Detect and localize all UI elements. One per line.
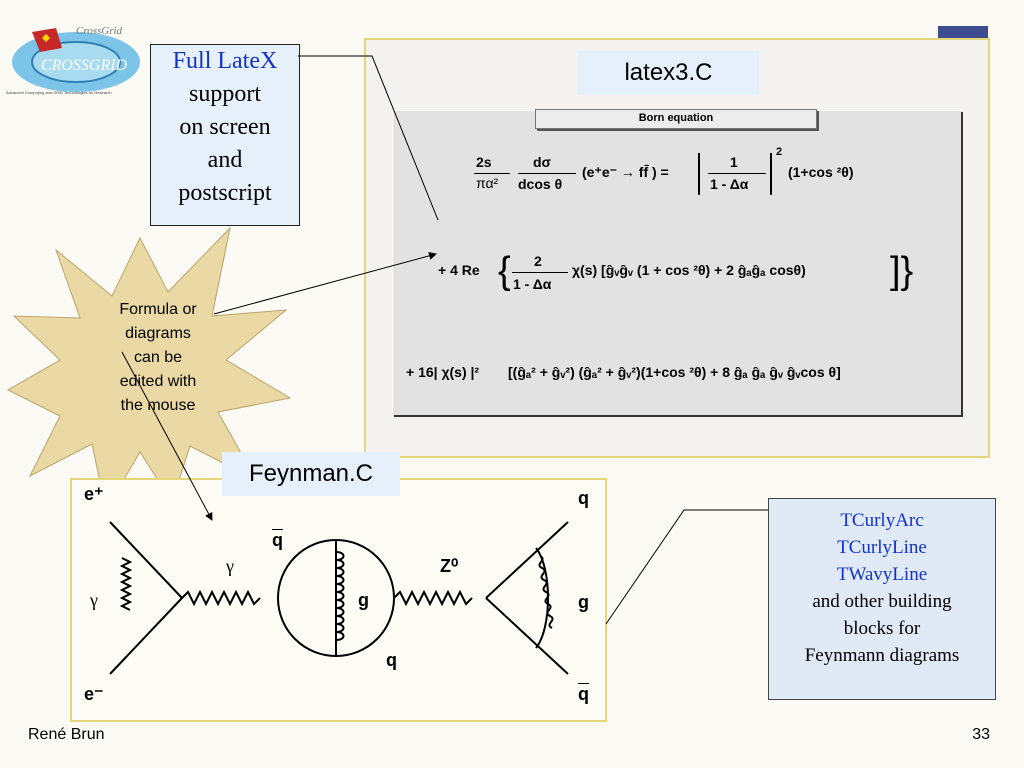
eq1-tail: (1+cos ²θ) xyxy=(788,164,854,180)
svg-text:CrossGrid: CrossGrid xyxy=(76,25,123,37)
parchment-star xyxy=(6,226,292,510)
eq1-lhs-den: πα² xyxy=(476,175,499,191)
star-line1: Formula or xyxy=(119,301,197,318)
eq1-frac-line xyxy=(474,173,510,174)
label-gamma-mid: γ xyxy=(226,556,234,576)
star-line3: can be xyxy=(133,349,183,366)
label-gamma-left: γ xyxy=(90,590,98,610)
eq2-num: 2 xyxy=(534,253,542,269)
feynman-label: Feynman.C xyxy=(222,452,400,496)
eq3-prefix: + 16| χ(s) |² xyxy=(406,364,480,380)
svg-text:CROSSGRID: CROSSGRID xyxy=(41,57,128,74)
eq1-dsigma: dσ xyxy=(533,154,552,170)
block-twavyline: TWavyLine xyxy=(836,564,928,585)
star-note: Formula or diagrams can be edited with t… xyxy=(98,298,218,418)
label-g-mid: g xyxy=(358,590,369,610)
feynman-diagram xyxy=(109,521,569,675)
star-line2: diagrams xyxy=(125,325,191,342)
eq1-power: 2 xyxy=(776,146,783,158)
crossgrid-logo: CROSSGRID CrossGrid xyxy=(12,25,140,92)
eq1-abs-num: 1 xyxy=(730,154,738,170)
footer-author: René Brun xyxy=(28,726,105,743)
blocks-line6: Feynmann diagrams xyxy=(804,645,960,666)
latex3-label: latex3.C xyxy=(578,51,759,95)
eq2-brace-right: ]} xyxy=(890,250,914,292)
latex-note-line3: on screen xyxy=(179,114,271,140)
label-e-plus: e⁺ xyxy=(84,484,104,504)
latex-note-line2: support xyxy=(189,81,261,107)
full-latex-note: Full LateX support on screen and postscr… xyxy=(150,44,300,226)
eq3-body: [(g̑ₐ² + g̑ᵥ²) (g̑ₐ² + g̑ᵥ²)(1+cos ²θ) +… xyxy=(508,364,841,380)
blocks-line4: and other building xyxy=(812,591,952,612)
eq1-abs-left xyxy=(698,153,700,195)
label-q-bottom: q xyxy=(386,650,397,670)
block-tcurlyarc: TCurlyArc xyxy=(840,510,924,531)
latex-note-line5: postscript xyxy=(178,180,272,206)
eq2-frac-line xyxy=(512,272,568,273)
eq2-body: χ(s) [g̑ᵥg̑ᵥ (1 + cos ²θ) + 2 g̑ₐg̑ₐ cos… xyxy=(572,262,806,278)
eq2-brace: { xyxy=(498,250,511,292)
logo-caption: Advanced Computing and GRID Technologies… xyxy=(6,90,112,95)
page-number: 33 xyxy=(972,726,990,743)
blocks-line5: blocks for xyxy=(843,618,921,639)
label-q-right-top: q xyxy=(578,488,589,508)
eq1-reaction: (e⁺e⁻ → ff̄ ) = xyxy=(582,164,669,180)
latex-note-line1: Full LateX xyxy=(172,48,278,74)
building-blocks-note: TCurlyArc TCurlyLine TWavyLine and other… xyxy=(768,498,996,700)
label-q-right-bottom: q xyxy=(578,684,589,704)
latex-note-line4: and xyxy=(207,147,243,173)
eq1-frac2-line xyxy=(518,173,576,174)
born-equation-canvas[interactable] xyxy=(392,110,961,415)
label-q-top: q xyxy=(272,530,283,550)
label-z0: Z⁰ xyxy=(440,556,459,576)
star-line5: the mouse xyxy=(120,397,196,414)
eq1-dcos: dcos θ xyxy=(518,176,563,192)
star-line4: edited with xyxy=(119,373,197,390)
born-equation-title: Born equation xyxy=(535,109,817,129)
eq2-prefix: + 4 Re xyxy=(438,262,480,278)
block-tcurlyline: TCurlyLine xyxy=(837,537,927,558)
label-e-minus: e⁻ xyxy=(84,684,104,704)
eq1-abs-line xyxy=(708,173,766,174)
eq2-den: 1 - Δα xyxy=(513,276,552,292)
eq1-abs-right xyxy=(770,153,772,195)
eq1-lhs-num: 2s xyxy=(476,154,492,170)
label-g-right: g xyxy=(578,592,589,612)
eq1-abs-den: 1 - Δα xyxy=(710,176,749,192)
